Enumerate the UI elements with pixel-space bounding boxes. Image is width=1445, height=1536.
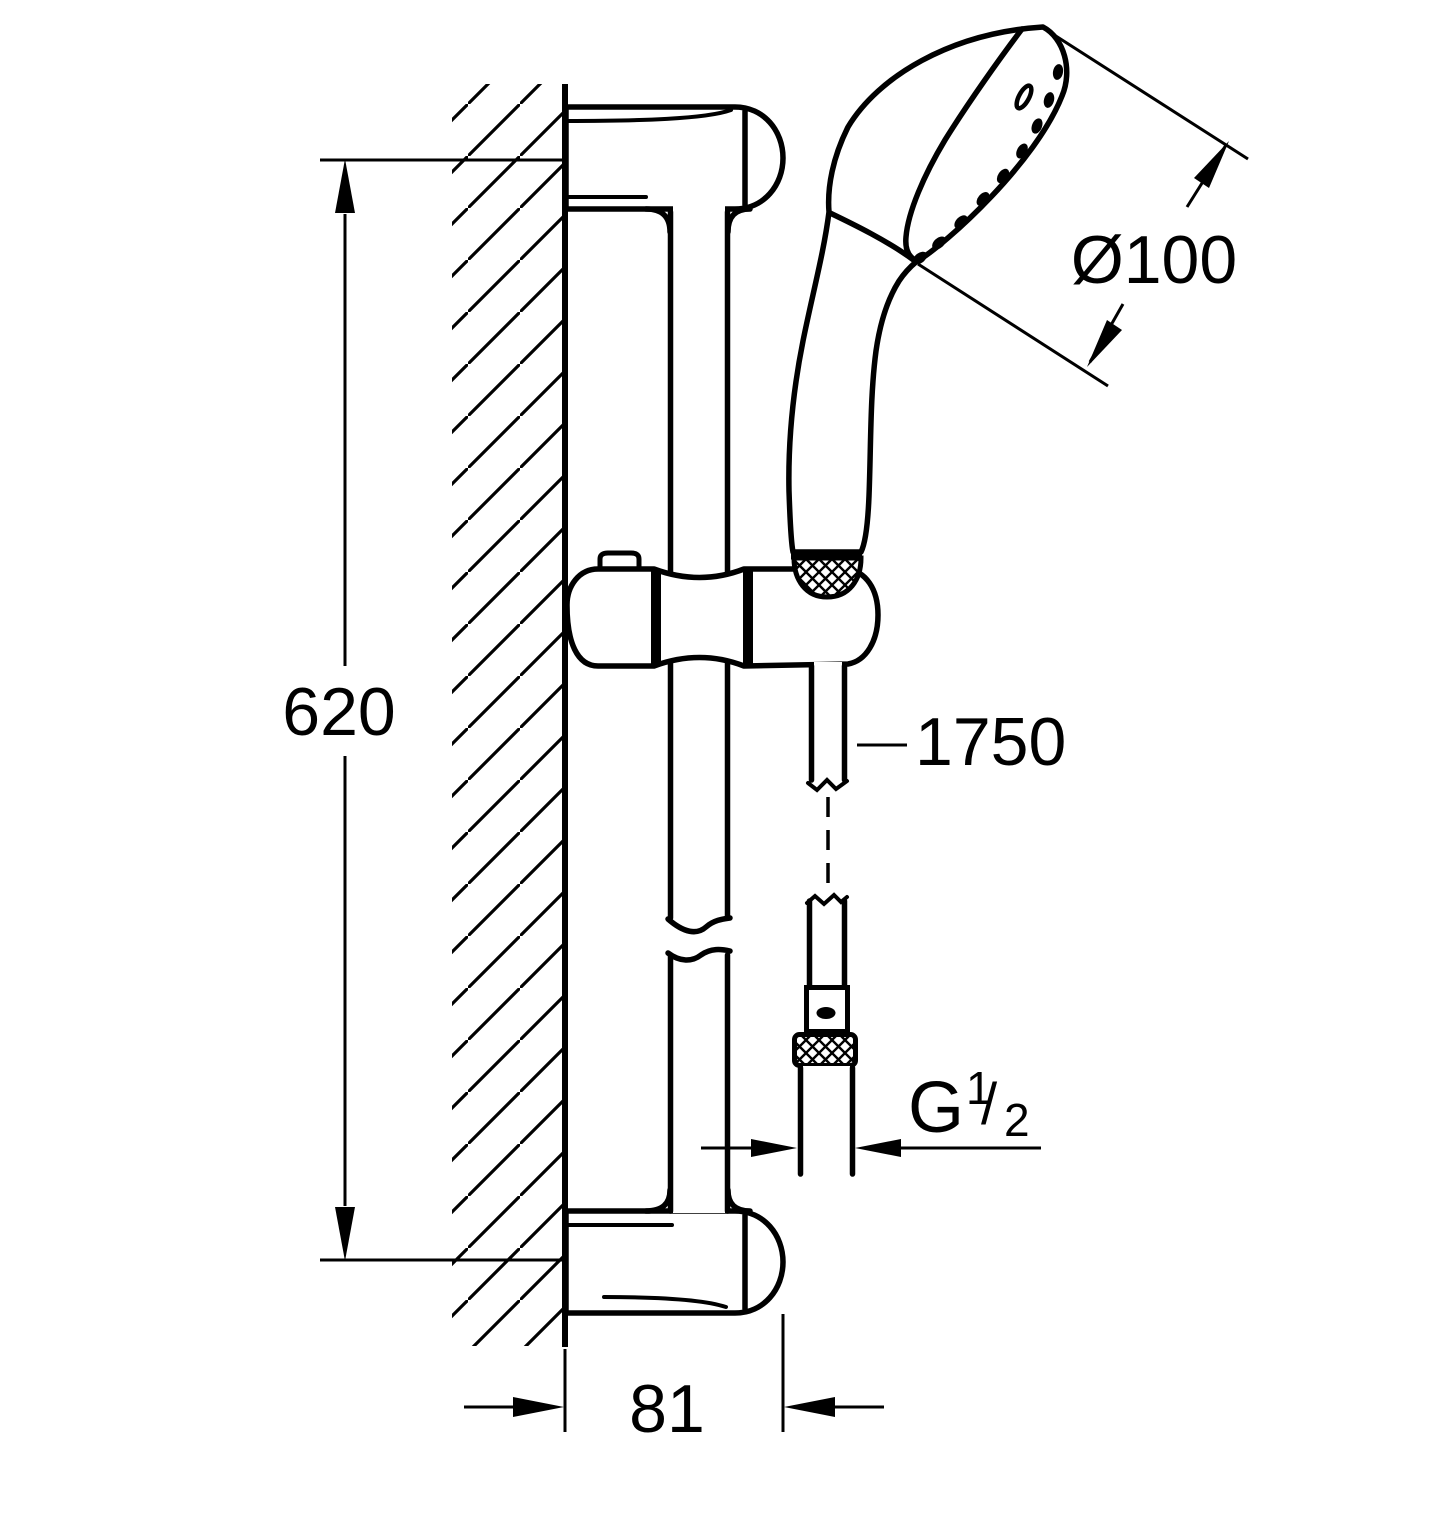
hose-tail-fill [803,1066,850,1173]
dim-81-label: 81 [629,1371,705,1447]
rail-break-upper-wave [665,915,733,935]
rail-top-fillet-right [725,206,753,235]
handle-cone-nut [791,555,864,600]
hand-shower [786,24,1070,560]
dim-g-label: G [908,1068,964,1148]
wall-hatching [452,84,563,1346]
connector-collar-mark [816,1007,836,1019]
cone-nut-knurl [791,555,864,600]
dimension-diameter-100: Ø100 [917,29,1249,388]
dim-100-arrow-lower [1087,320,1122,367]
dim-100-ext-upper [1047,29,1249,161]
glide-element [564,550,881,669]
hand-shower-outline [786,24,1070,555]
wall-bracket-bottom [563,1208,786,1316]
dim-620-label: 620 [282,674,395,750]
dim-100-label: Ø100 [1071,222,1237,298]
dim-1750-label: 1750 [915,704,1066,780]
dimension-620: 620 [282,158,563,1262]
spray-face-ridge-line [903,26,1025,263]
dim-g-arrow-right [855,1139,901,1157]
rail-lower-fill [673,952,725,1213]
rail-break-lower-wave [665,946,733,963]
hose-upper-break-jag [806,777,849,793]
bracket-bottom-body [563,1208,786,1316]
wall [452,84,568,1347]
spray-face-slot [1014,83,1034,111]
rail-bottom-fillet-right [725,1187,753,1214]
hose-lower-break-jag [805,892,849,907]
rail-top-fillet-left [643,206,673,235]
rail-bottom-fillet-left [643,1187,673,1214]
dim-g-slash: / [981,1072,998,1137]
glide-lock-button [597,550,642,567]
wall-bracket-top [563,104,786,212]
spray-nozzle-dots [912,64,1064,265]
dim-g-denominator: 2 [1004,1094,1030,1146]
slide-rail [643,205,753,1214]
dim-620-arrow-down [335,1207,355,1261]
dimension-1750: 1750 [857,704,1066,780]
dim-100-arrow-upper [1194,141,1229,188]
shower-hose [792,662,858,1177]
dim-g-numerator: 1 [966,1062,992,1114]
connector-nut-knurl [792,1032,858,1068]
dimension-81: 81 [464,1314,884,1447]
glide-body [564,566,881,669]
dimension-g-half: G 1 / 2 [701,1062,1041,1157]
bracket-top-accent [564,108,733,123]
dim-100-ext-lower [917,262,1109,388]
dim-620-arrow-up [335,159,355,213]
dim-g-arrow-left [751,1139,797,1157]
dim-81-arrow-right [784,1397,835,1417]
hose-upper-fill [814,662,842,782]
rail-upper-fill [673,205,725,920]
bracket-bottom-shadow [602,1295,728,1309]
dim-81-arrow-left [513,1397,564,1417]
